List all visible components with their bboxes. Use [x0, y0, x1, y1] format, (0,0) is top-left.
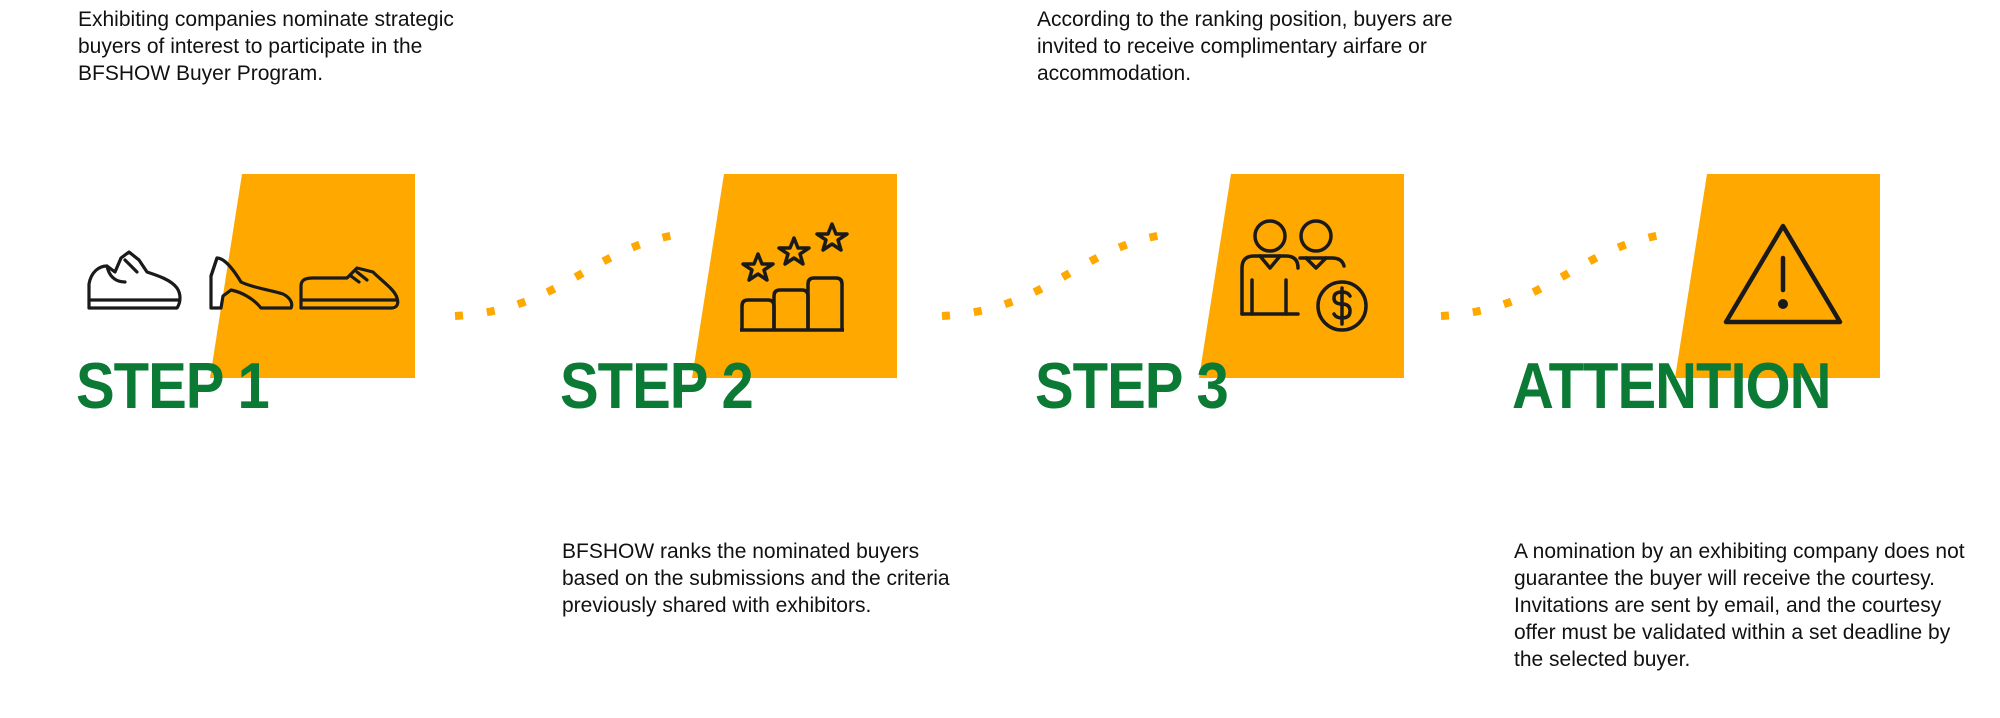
- attention-background: [1675, 174, 1880, 378]
- shoes-icon: [87, 250, 400, 310]
- step-2-description: BFSHOW ranks the nominated buyers based …: [562, 540, 950, 617]
- connector-2-3: [941, 231, 1163, 320]
- attention-description: A nomination by an exhibiting company do…: [1514, 540, 1965, 671]
- step-1-background: [210, 174, 415, 378]
- step-2-title: STEP 2: [560, 349, 754, 423]
- step-1-description: Exhibiting companies nominate strategic …: [78, 8, 454, 85]
- step-3-title: STEP 3: [1035, 349, 1229, 423]
- ranking-stars-icon: [740, 222, 849, 332]
- connector-3-4: [1440, 231, 1662, 320]
- warning-icon: [1723, 223, 1843, 325]
- connector-1-2: [454, 231, 676, 320]
- step-1-title: STEP 1: [76, 349, 270, 423]
- people-money-icon: [1240, 219, 1368, 332]
- step-3-description: According to the ranking position, buyer…: [1037, 8, 1453, 85]
- attention-title: ATTENTION: [1512, 349, 1832, 423]
